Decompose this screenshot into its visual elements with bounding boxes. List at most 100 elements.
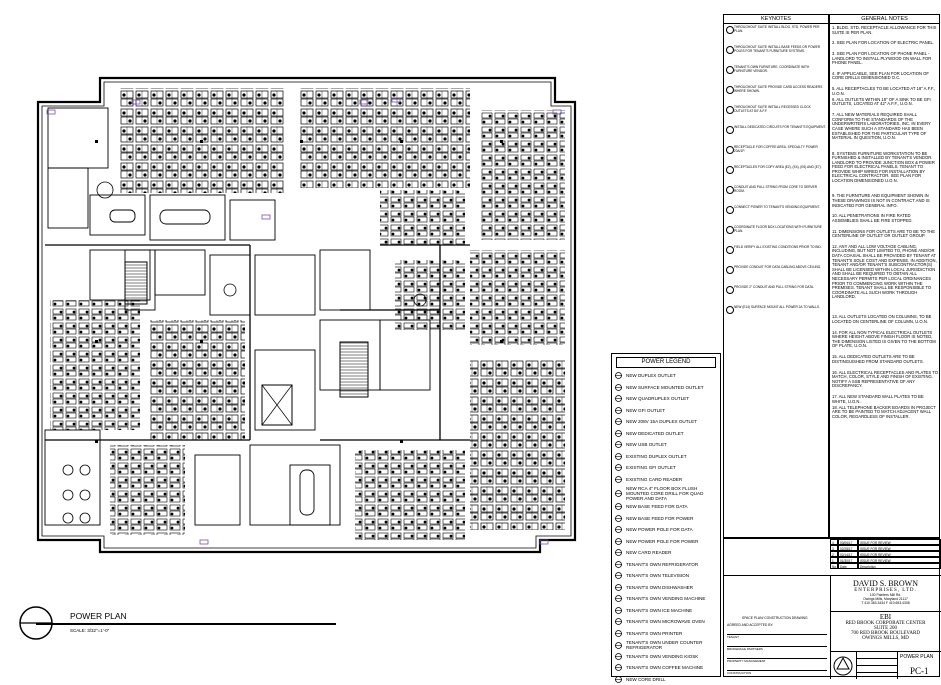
general-note-item: 8. SYSTEMS FURNITURE WORKSTATION TO BE F… (832, 150, 935, 184)
general-notes-title: GENERAL NOTES (861, 16, 908, 22)
revision-header-desc: Description (858, 563, 941, 569)
legend-row: NEW DEDICATED OUTLET (614, 429, 718, 438)
keynote-number (726, 246, 734, 254)
keynote-item: NEW (E14) SURFACE MOUNT ALL POWER 2A TO … (734, 305, 821, 309)
legend-label: TENANT'S OWN MICROWAVE OVEN (626, 619, 705, 624)
approval-field-line (727, 646, 827, 647)
project-building: RED BROOK CORPORATE CENTER (845, 621, 926, 626)
coffee-machine-icon (614, 663, 623, 672)
firm-addr2: Owings Mills, Maryland 21117 (863, 597, 908, 601)
legend-row: TENANT'S OWN ICE MACHINE (614, 606, 718, 615)
approval-field-label: PROPERTY MANAGEMENT (727, 659, 766, 663)
keynote-item: THROUGHOUT SUITE INSTALL BLDG. STD. POWE… (734, 25, 820, 33)
ice-machine-icon (614, 606, 623, 615)
keynote-item: THROUGHOUT SUITE PROVIDE CARD ACCESS REA… (734, 85, 823, 93)
dedicated-outlet-icon (614, 429, 623, 438)
printer-icon (614, 629, 623, 638)
revision-num: 4 (830, 539, 838, 545)
approval-box: SPACE PLAN/ CONSTRUCTION DRAWING AGREED … (724, 575, 831, 679)
keynote-item: PROVIDE CONDUIT FOR DATA CABLING ABOVE C… (734, 265, 822, 269)
legend-row: EXISTING GFI OUTLET (614, 463, 718, 472)
legend-label: NEW SURFACE MOUNTED OUTLET (626, 384, 704, 390)
firm-info: DAVID S. BROWN ENTERPRISES, LTD. 100 Pai… (830, 575, 941, 612)
general-note-item: 10. ALL PENETRATIONS IN FIRE RATED ASSEM… (832, 213, 913, 223)
surface-outlet-icon (614, 383, 623, 392)
keynote-item: RECEPTACLES FOR COPY AREA (E2), (E4), (E… (734, 165, 822, 169)
project-tenant: EBI (879, 613, 892, 621)
legend-label: EXISTING CARD READER (626, 476, 683, 482)
keynote-number (726, 46, 734, 54)
gfi-outlet-icon (614, 406, 623, 415)
north-arrow-icon (833, 656, 853, 676)
legend-row: NEW POWER POLE FOR POWER (614, 537, 718, 546)
legend-row: TENANT'S OWN UNDER COUNTER REFRIGERATOR (614, 640, 718, 650)
general-note-item: 11. DIMENSIONS FOR OUTLETS ARE TO BE TO … (832, 228, 936, 239)
usb-outlet-icon (614, 440, 623, 449)
plan-title: POWER PLAN (70, 611, 127, 621)
legend-label: NEW BASE FEED FOR DATA (626, 504, 688, 509)
keynote-number (726, 106, 734, 114)
legend-row: TENANT'S OWN VENDING KIOSK (614, 652, 718, 661)
keynote-item: THROUGHOUT SUITE INSTALL BASE FEEDS OR P… (734, 45, 821, 53)
legend-row: NEW SURFACE MOUNTED OUTLET (614, 383, 718, 392)
general-note-item: 2. SEE PLAN FOR LOCATION OF ELECTRIC PAN… (832, 40, 934, 46)
approval-field-line (727, 670, 827, 671)
keynote-number (726, 26, 734, 34)
legend-label: EXISTING DUPLEX OUTLET (626, 453, 687, 459)
legend-label: TENANT'S OWN ICE MACHINE (626, 607, 693, 613)
card-reader-icon (614, 548, 623, 557)
legend-label: NEW POWER POLE FOR POWER (626, 538, 699, 544)
plan-title-marker (19, 606, 53, 640)
approval-field-line (727, 658, 827, 659)
firm-sub: ENTERPRISES, LTD. (854, 588, 917, 593)
power-pole-data-icon (614, 525, 623, 534)
legend-label: TENANT'S OWN TELEVISION (626, 573, 690, 578)
approval-title: SPACE PLAN/ CONSTRUCTION DRAWING (742, 616, 808, 620)
existing-duplex-icon (614, 452, 623, 461)
legend-row: NEW POWER POLE FOR DATA (614, 525, 718, 534)
approval-field-label: BROKERAGE PARTNERS (727, 647, 763, 651)
quad-outlet-icon (614, 394, 623, 403)
legend-label: NEW POWER POLE FOR DATA (626, 527, 693, 532)
general-notes-panel: GENERAL NOTES 1. BLDG. STD. RECEPTACLE A… (829, 14, 940, 538)
legend-row: TENANT'S OWN TELEVISION (614, 571, 718, 580)
keynote-item: TENANT'S OWN FURNITURE. COORDINATE WITH … (734, 65, 810, 73)
sheet-name: POWER PLAN (900, 654, 934, 660)
keynote-number (726, 306, 734, 314)
undercounter-fridge-icon (614, 641, 623, 650)
base-feed-data-icon (614, 502, 623, 511)
general-note-item: 14. FOR ALL NON TYPICAL ELECTRICAL OUTLE… (832, 329, 936, 349)
keynote-number (726, 226, 734, 234)
legend-row: TENANT'S OWN VENDING MACHINE (614, 594, 718, 603)
general-note-item: 18. ALL TELEPHONE BACKER BOARDS IN PROJE… (832, 404, 936, 419)
general-note-item: 16. ALL ELECTRICAL RECEPTACLES AND PLATE… (832, 369, 938, 389)
legend-row: NEW GFI OUTLET (614, 406, 718, 415)
legend-label: TENANT'S OWN VENDING MACHINE (626, 596, 706, 601)
revision-header-num: No. (830, 563, 838, 569)
legend-row: TENANT'S OWN DISHWASHER (614, 583, 718, 592)
keynote-item: THROUGHOUT SUITE INSTALL RECESSED CLOCK … (734, 105, 811, 113)
revision-num: 1 (830, 557, 838, 563)
general-note-item: 9. THE FURNITURE AND EQUIPMENT SHOWN IN … (832, 193, 930, 208)
project-suite: SUITE 200 (874, 626, 897, 631)
plan-scale: SCALE: 3/32"=1'-0" (70, 628, 110, 633)
legend-label: TENANT'S OWN UNDER COUNTER REFRIGERATOR (626, 640, 703, 650)
revision-num: 3 (830, 545, 838, 551)
legend-label: TENANT'S OWN REFRIGERATOR (626, 561, 699, 567)
general-note-item: 6. ALL OUTLETS WITHIN 18" OF A SINK TO B… (832, 96, 931, 107)
project-info: EBI RED BROOK CORPORATE CENTER SUITE 200… (830, 611, 941, 652)
vending-kiosk-icon (614, 652, 623, 661)
sheet-info: POWER PLAN PC-1 (830, 651, 941, 679)
keynotes-panel: KEYNOTES THROUGHOUT SUITE INSTALL BLDG. … (723, 14, 829, 538)
keynote-number (726, 286, 734, 294)
general-note-item: 13. ALL OUTLETS LOCATED ON COLUMNS, TO B… (832, 314, 932, 324)
plan-title-underline (36, 623, 336, 625)
legend-row: NEW QUADRUPLEX OUTLET (614, 394, 718, 403)
floor-plan-drawing (36, 76, 577, 554)
keynote-number (726, 146, 734, 154)
base-feed-power-icon (614, 514, 623, 523)
legend-row: NEW BASE FEED FOR DATA (614, 502, 718, 511)
